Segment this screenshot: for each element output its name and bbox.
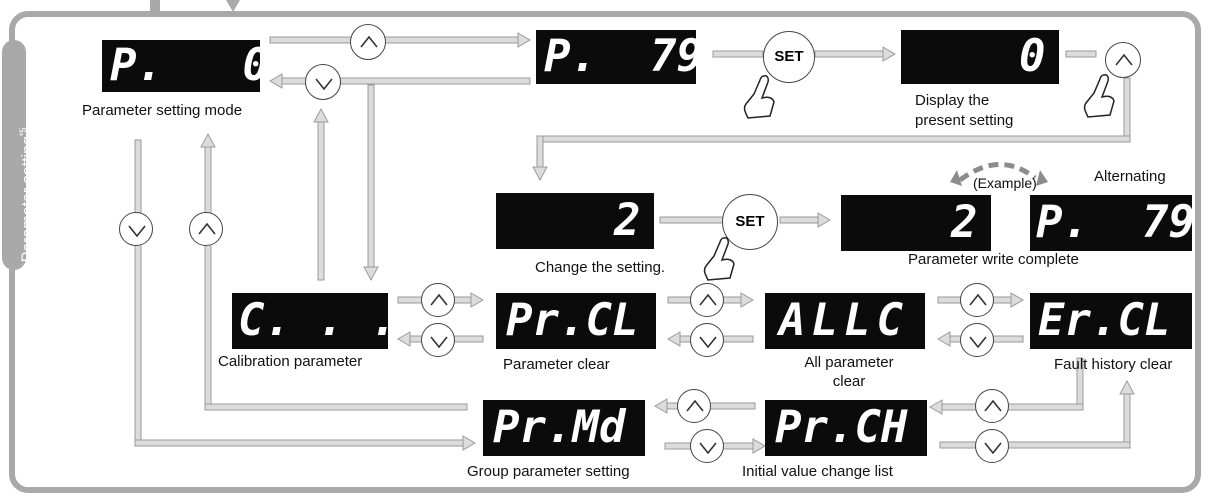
label-fault-clear: Fault history clear	[1054, 356, 1173, 373]
down-icon	[699, 442, 717, 455]
up-icon	[1115, 53, 1133, 66]
label-display-present-1: Display the	[915, 92, 990, 109]
display-prcl: Pr.CL	[496, 293, 656, 349]
up-icon	[360, 35, 378, 48]
up-button-left[interactable]	[189, 212, 223, 246]
display-prch: Pr.CH	[765, 400, 927, 456]
down-button[interactable]	[305, 64, 341, 100]
hand-pointer-icon	[743, 75, 775, 119]
label-group-setting: Group parameter setting	[467, 463, 630, 480]
label-change-setting: Change the setting.	[535, 259, 666, 276]
down-icon	[969, 336, 987, 349]
display-write: 2	[841, 195, 991, 251]
display-allc: ALLC	[765, 293, 925, 349]
label-write-complete: Parameter write complete	[908, 251, 1079, 268]
up-button-prcl[interactable]	[690, 283, 724, 317]
label-example: (Example)	[973, 175, 1037, 191]
up-icon	[198, 222, 216, 235]
label-alternating: Alternating	[1094, 168, 1166, 185]
label-calibration: Calibration parameter	[218, 353, 363, 370]
display-p0: P. 0	[102, 40, 269, 92]
down-button-cal[interactable]	[421, 323, 455, 357]
up-icon	[686, 399, 704, 412]
display-ercl: Er.CL	[1030, 293, 1192, 349]
down-icon	[699, 336, 717, 349]
hand-pointer-icon	[1083, 74, 1115, 118]
down-icon	[430, 336, 448, 349]
label-param-clear: Parameter clear	[503, 356, 610, 373]
hand-pointer-icon	[703, 237, 735, 281]
up-button-allc[interactable]	[960, 283, 994, 317]
label-all-clear-2: clear	[832, 373, 866, 390]
up-button-cal[interactable]	[421, 283, 455, 317]
down-icon	[128, 225, 146, 238]
side-label: Parameter setting*5	[18, 127, 37, 263]
down-button-allc[interactable]	[960, 323, 994, 357]
display-present: 0	[901, 30, 1059, 84]
down-button-prcl[interactable]	[690, 323, 724, 357]
label-all-clear-1: All parameter	[804, 354, 894, 371]
up-button-prch[interactable]	[975, 389, 1009, 423]
display-calibration: C. . .	[232, 293, 397, 349]
up-button-prmd[interactable]	[677, 389, 711, 423]
up-icon	[969, 293, 987, 306]
side-tab: Parameter setting*5	[2, 40, 36, 270]
display-p79: P. 79	[536, 30, 703, 84]
up-icon	[699, 293, 717, 306]
display-change: 2	[496, 193, 654, 249]
up-icon	[984, 399, 1002, 412]
down-button-prmd[interactable]	[690, 429, 724, 463]
down-button-left[interactable]	[119, 212, 153, 246]
display-prmd: Pr.Md	[483, 400, 645, 456]
up-button-present[interactable]	[1105, 42, 1141, 78]
down-icon	[984, 442, 1002, 455]
display-alternating: P. 79	[1030, 195, 1195, 251]
set-button[interactable]: SET	[763, 31, 815, 83]
up-icon	[430, 293, 448, 306]
set-button-change[interactable]: SET	[722, 194, 778, 250]
label-initial-list: Initial value change list	[742, 463, 893, 480]
up-button[interactable]	[350, 24, 386, 60]
label-display-present-2: present setting	[915, 112, 1014, 129]
down-button-prch[interactable]	[975, 429, 1009, 463]
label-param-mode: Parameter setting mode	[82, 102, 243, 119]
down-icon	[315, 78, 333, 91]
